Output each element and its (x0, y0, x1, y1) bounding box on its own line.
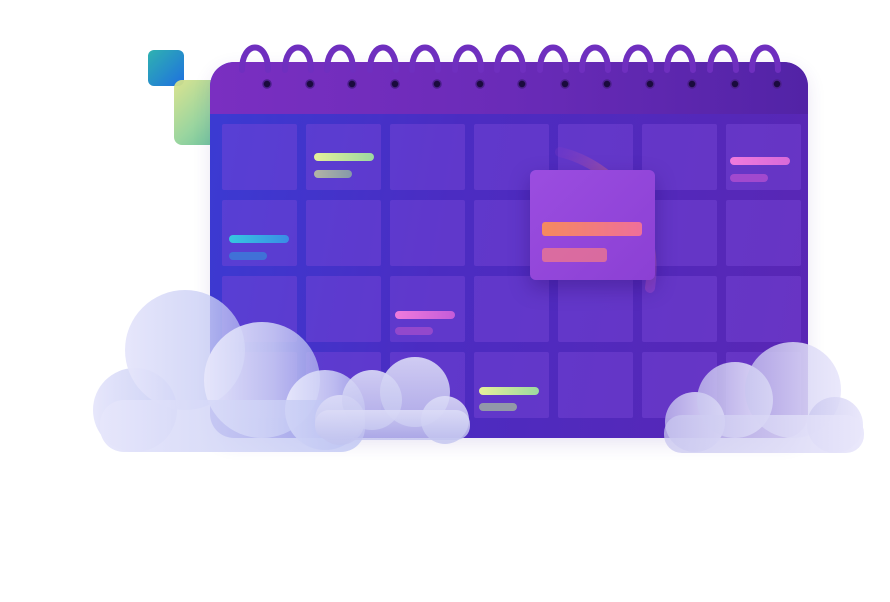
event-bar-secondary (229, 252, 267, 260)
calendar-cell (390, 200, 465, 266)
binding-rings (239, 44, 782, 89)
calendar-cell (222, 352, 297, 418)
event-card-title-bar (542, 222, 642, 236)
event-bar (395, 311, 455, 319)
event-bar (314, 153, 374, 161)
calendar-cell (642, 352, 717, 418)
calendar-cell (222, 276, 297, 342)
calendar-body (210, 62, 808, 438)
event-bar-secondary (730, 174, 768, 182)
event-bar (479, 387, 539, 395)
event-bar (229, 235, 289, 243)
calendar-cell (558, 352, 633, 418)
calendar-cell (642, 276, 717, 342)
calendar-cell (726, 200, 801, 266)
calendar-cell (390, 124, 465, 190)
calendar-cell (474, 276, 549, 342)
event-bar (730, 157, 790, 165)
calendar-cell (306, 352, 381, 418)
calendar-cell (306, 200, 381, 266)
calendar-cell (726, 276, 801, 342)
event-card-subtitle-bar (542, 248, 607, 262)
calendar-cell (558, 276, 633, 342)
calendar-cell (390, 352, 465, 418)
event-card (530, 170, 655, 280)
calendar-cell (306, 276, 381, 342)
event-bar-secondary (479, 403, 517, 411)
event-bar-secondary (395, 327, 433, 335)
calendar-cell (222, 124, 297, 190)
event-bar-secondary (314, 170, 352, 178)
calendar-grid (222, 124, 801, 418)
calendar-cell (726, 352, 801, 418)
